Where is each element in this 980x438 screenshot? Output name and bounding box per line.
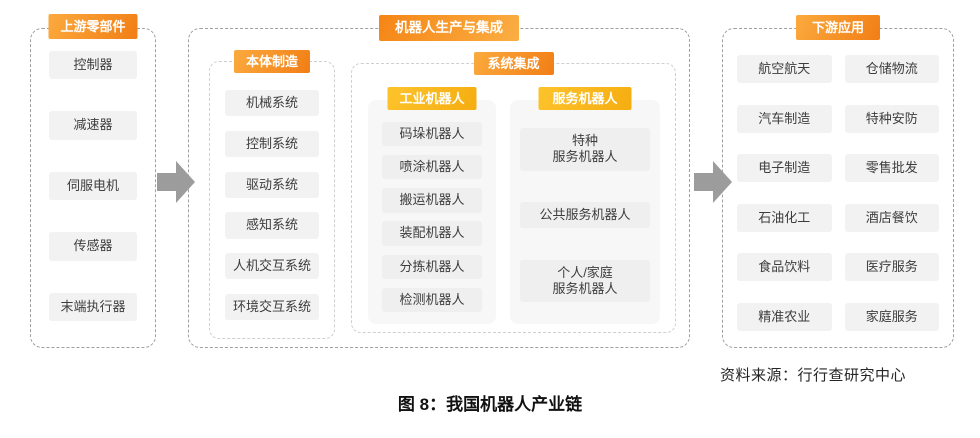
body-item: 机械系统 — [225, 90, 319, 117]
upstream-item: 末端执行器 — [49, 292, 137, 321]
industrial-robot-item: 码垛机器人 — [382, 122, 482, 147]
data-source-note: 资料来源：行行查研究中心 — [719, 367, 906, 384]
industrial-robots-list: 码垛机器人 喷涂机器人 搬运机器人 装配机器人 分拣机器人 检测机器人 — [368, 100, 496, 324]
midstream-header: 机器人生产与集成 — [379, 15, 519, 41]
upstream-item-list: 控制器 减速器 伺服电机 传感器 末端执行器 — [31, 29, 155, 347]
downstream-item: 电子制造 — [737, 154, 832, 183]
upstream-item: 控制器 — [49, 51, 137, 80]
service-robots-list: 特种 服务机器人 公共服务机器人 个人/家庭 服务机器人 — [510, 100, 660, 324]
upstream-item: 传感器 — [49, 232, 137, 261]
downstream-item: 特种安防 — [844, 104, 939, 133]
industrial-robot-item: 搬运机器人 — [382, 188, 482, 213]
midstream-panel: 机器人生产与集成 本体制造 机械系统 控制系统 驱动系统 感知系统 人机交互系统… — [188, 15, 690, 348]
body-item: 人机交互系统 — [224, 253, 319, 280]
industrial-robot-item: 装配机器人 — [382, 221, 482, 246]
body-item: 驱动系统 — [225, 171, 319, 198]
service-robots-column: 服务机器人 特种 服务机器人 公共服务机器人 个人/家庭 服务机器人 — [510, 87, 660, 324]
upstream-header: 上游零部件 — [48, 14, 138, 39]
body-item: 环境交互系统 — [224, 293, 319, 320]
downstream-header: 下游应用 — [795, 15, 881, 40]
downstream-item-grid: 航空航天 仓储物流 汽车制造 特种安防 电子制造 零售批发 石油化工 酒店餐饮 … — [723, 29, 953, 347]
service-robot-item: 特种 服务机器人 — [520, 128, 650, 171]
body-manufacturing-panel: 本体制造 机械系统 控制系统 驱动系统 感知系统 人机交互系统 环境交互系统 — [209, 50, 335, 339]
service-robot-item: 个人/家庭 服务机器人 — [520, 259, 650, 302]
downstream-item: 石油化工 — [737, 203, 832, 232]
system-integration-header: 系统集成 — [473, 52, 554, 75]
industrial-robots-column: 工业机器人 码垛机器人 喷涂机器人 搬运机器人 装配机器人 分拣机器人 检测机器… — [368, 87, 496, 324]
industrial-robots-header: 工业机器人 — [387, 87, 477, 110]
downstream-item: 汽车制造 — [737, 104, 832, 133]
body-manufacturing-header: 本体制造 — [233, 50, 311, 73]
body-item: 感知系统 — [225, 212, 319, 239]
downstream-item: 酒店餐饮 — [844, 203, 939, 232]
downstream-panel: 下游应用 航空航天 仓储物流 汽车制造 特种安防 电子制造 零售批发 石油化工 … — [722, 15, 954, 348]
downstream-item: 精准农业 — [737, 302, 832, 331]
downstream-item: 仓储物流 — [844, 55, 939, 84]
upstream-panel: 上游零部件 控制器 减速器 伺服电机 传感器 末端执行器 — [30, 14, 156, 348]
industrial-robot-item: 喷涂机器人 — [382, 155, 482, 180]
service-robot-item: 公共服务机器人 — [520, 201, 650, 229]
downstream-item: 家庭服务 — [844, 302, 939, 331]
downstream-item: 医疗服务 — [844, 253, 939, 282]
system-integration-panel: 系统集成 工业机器人 码垛机器人 喷涂机器人 搬运机器人 装配机器人 分拣机器人… — [351, 52, 676, 333]
upstream-item: 减速器 — [49, 111, 137, 140]
industrial-robot-item: 检测机器人 — [382, 287, 482, 312]
service-robots-header: 服务机器人 — [538, 87, 632, 110]
downstream-item: 航空航天 — [737, 55, 832, 84]
body-manufacturing-list: 机械系统 控制系统 驱动系统 感知系统 人机交互系统 环境交互系统 — [210, 62, 334, 338]
right-arrow-icon — [157, 161, 195, 203]
figure-caption: 图 8：我国机器人产业链 — [397, 395, 583, 414]
body-item: 控制系统 — [225, 130, 319, 157]
industrial-robot-item: 分拣机器人 — [382, 254, 482, 279]
upstream-item: 伺服电机 — [49, 171, 137, 201]
right-arrow-icon — [694, 161, 732, 203]
downstream-item: 零售批发 — [844, 154, 939, 183]
downstream-item: 食品饮料 — [737, 253, 832, 282]
